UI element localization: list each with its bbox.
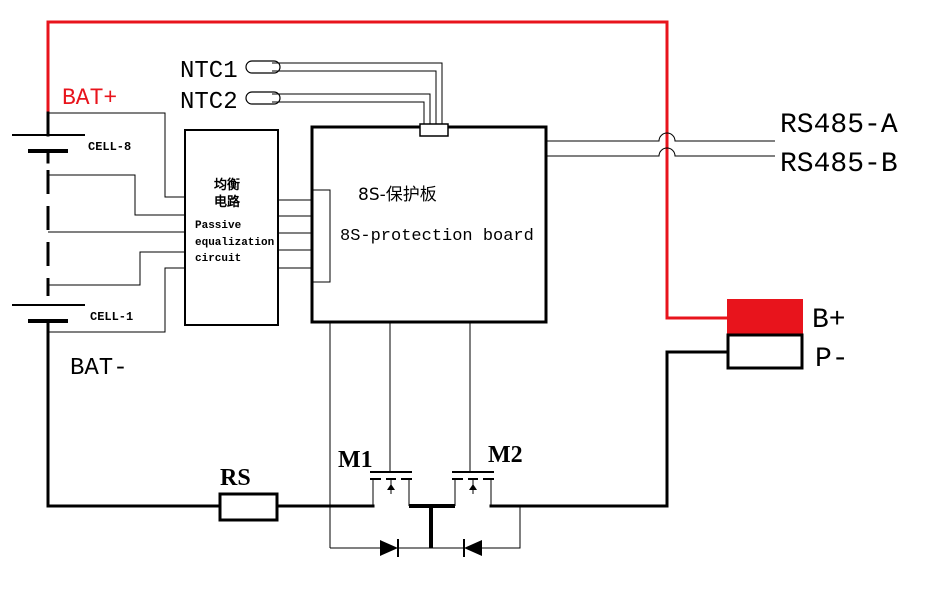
bat-plus-label: BAT+ xyxy=(62,85,117,111)
ntc2-thermistor xyxy=(245,91,281,105)
ntc1-thermistor xyxy=(245,60,281,74)
balance-en-line2: equalization xyxy=(195,237,274,249)
rs485-a-wire xyxy=(546,132,775,142)
ntc2-wire-b xyxy=(272,101,425,124)
b-plus-label: B+ xyxy=(812,305,846,336)
m2-body-arrow xyxy=(469,484,477,490)
m1-body-arrow xyxy=(387,484,395,490)
cell-8-label: CELL-8 xyxy=(88,140,131,154)
b-plus-terminal xyxy=(727,299,803,336)
rs485-b-label: RS485-B xyxy=(780,149,898,180)
positive-wire xyxy=(46,20,728,320)
rs485-b-wire xyxy=(546,147,775,157)
m1-label: M1 xyxy=(338,447,373,473)
sense-wire-1 xyxy=(48,112,185,198)
balance-connector xyxy=(312,189,331,283)
balance-cn-line1: 均衡 xyxy=(214,177,240,193)
rs485-a-label: RS485-A xyxy=(780,110,898,141)
p-minus-terminal xyxy=(726,333,804,370)
balance-en-line3: circuit xyxy=(195,253,241,265)
ntc1-label: NTC1 xyxy=(180,58,238,85)
mosfet-m2 xyxy=(452,471,494,506)
diode-1-triangle xyxy=(380,540,398,556)
sense-wire-5 xyxy=(48,267,185,333)
diode-loop-wire xyxy=(330,506,521,549)
balancing-circuit-box xyxy=(184,129,279,326)
ntc1-wire-b xyxy=(272,70,437,124)
board-en-label: 8S-protection board xyxy=(340,227,534,246)
sense-wire-2 xyxy=(48,174,185,216)
p-minus-label: P- xyxy=(815,344,849,375)
diode-2-triangle xyxy=(464,540,482,556)
protection-board-box xyxy=(310,125,548,324)
ntc1-wire-a xyxy=(272,62,443,124)
shunt-resistor xyxy=(218,492,279,522)
cell-1-label: CELL-1 xyxy=(90,310,133,324)
balance-cn-line2: 电路 xyxy=(214,194,241,210)
p-minus-wire xyxy=(489,350,730,508)
rs-label: RS xyxy=(220,465,251,491)
mosfet-m1 xyxy=(370,471,412,506)
ntc2-wire-a xyxy=(272,93,431,124)
ntc2-label: NTC2 xyxy=(180,89,238,116)
board-cn-label: 8S-保护板 xyxy=(358,185,437,205)
bat-minus-label: BAT- xyxy=(70,355,128,382)
ntc-connector xyxy=(419,123,449,137)
balance-en-line1: Passive xyxy=(195,220,242,232)
sense-wire-4 xyxy=(48,251,185,286)
m2-label: M2 xyxy=(488,442,523,468)
